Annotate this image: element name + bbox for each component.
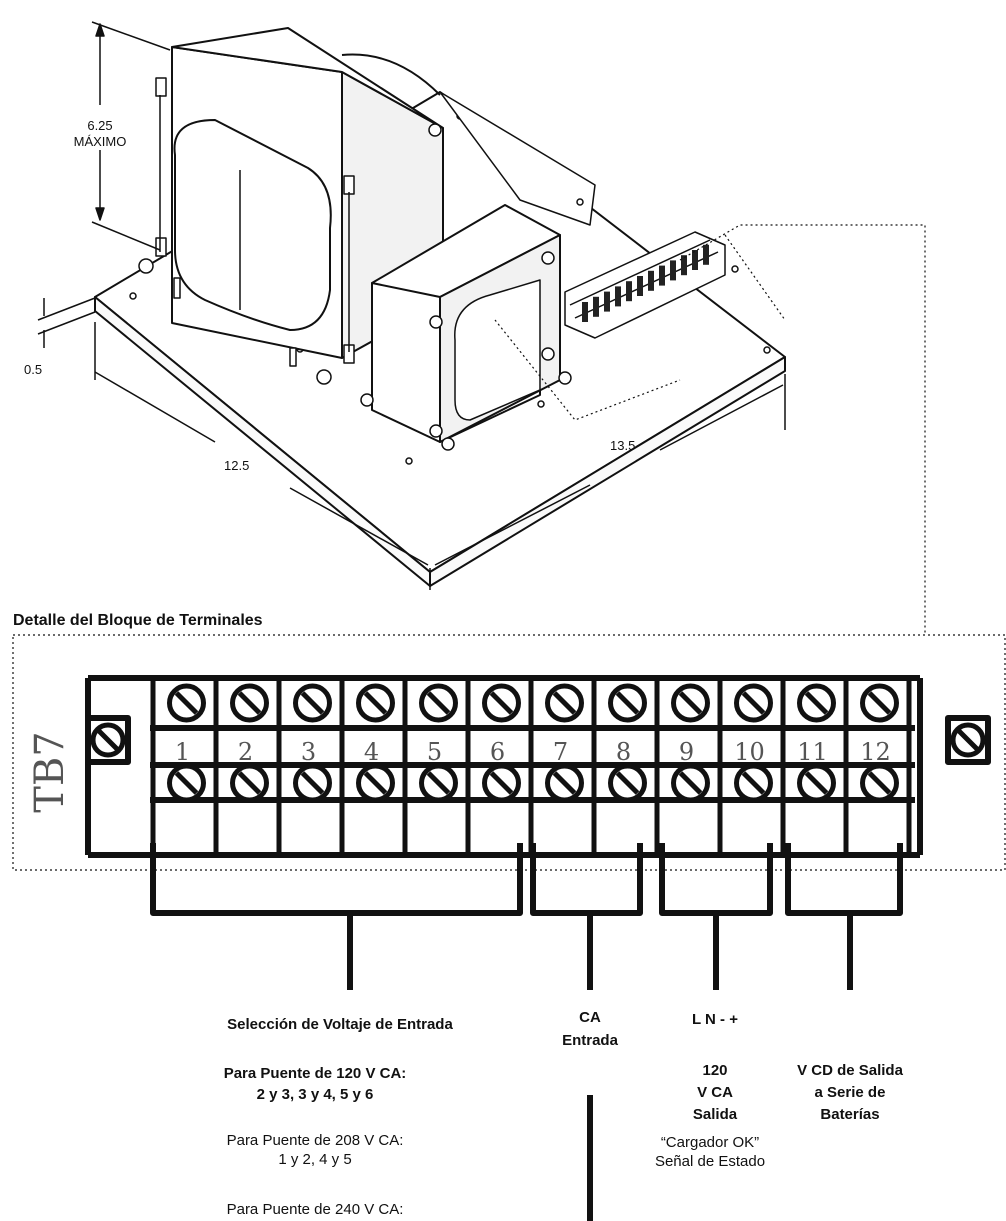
bridge-120-pairs: 2 y 3, 3 y 4, 5 y 6 [256, 1086, 374, 1103]
terminal-screw-icon [419, 763, 458, 803]
terminal-screw-icon [356, 683, 395, 723]
dc-output-line3: Baterías [820, 1106, 880, 1123]
terminal-number: 12 [860, 738, 891, 766]
terminal-screw-icon [734, 683, 773, 723]
terminal-number: 2 [238, 738, 253, 766]
input-selection-title: Selección de Voltaje de Entrada [227, 1016, 453, 1033]
dimension-lines [37, 21, 786, 590]
terminal-screw-icon [797, 683, 836, 723]
width-dimension: 13.5 [610, 438, 636, 453]
tb-label: TB7 [27, 731, 73, 813]
strip-terminal [648, 270, 654, 291]
terminal-screw-icon [671, 763, 710, 803]
strip-terminal [593, 296, 599, 317]
terminal-number: 6 [490, 738, 505, 766]
terminal-screw-icon [482, 763, 521, 803]
main-transformer [138, 27, 444, 385]
strip-terminal [582, 302, 588, 322]
terminal-screw-icon [482, 683, 521, 723]
small-transformer [360, 204, 572, 451]
depth-dimension: 12.5 [224, 458, 250, 473]
strip-terminal [626, 281, 632, 302]
terminal-number: 1 [175, 738, 190, 766]
strip-terminal [615, 286, 621, 307]
ac-input-label: CA Entrada [535, 1008, 645, 1050]
terminal-screw-icon [797, 763, 836, 803]
terminal-screw-icon [860, 763, 899, 803]
terminal-number: 10 [734, 738, 765, 766]
status-signal-label: “Cargador OK” Señal de Estado [620, 1133, 800, 1171]
terminal-brackets [150, 843, 903, 1221]
terminal-screw-icon [419, 683, 458, 723]
terminal-number: 7 [553, 738, 568, 766]
status-line1: “Cargador OK” [660, 1134, 760, 1151]
terminal-number: 9 [679, 738, 694, 766]
strip-terminal [604, 291, 610, 312]
terminal-screw-icon [230, 683, 269, 723]
thickness-dimension: 0.5 [24, 362, 43, 377]
terminal-screw-icon [293, 683, 332, 723]
terminal-number: 3 [301, 738, 316, 766]
ac-polarity: L N - + [692, 1011, 738, 1028]
strip-terminal [659, 265, 665, 286]
dc-output-line2: a Serie de [814, 1084, 886, 1101]
ac-output-line3: Salida [692, 1106, 738, 1123]
terminal-number: 5 [427, 738, 442, 766]
terminal-strip-3d [564, 231, 726, 339]
terminal-screw-icon [545, 683, 584, 723]
terminal-screw-icon [545, 763, 584, 803]
bridge-208-title: Para Puente de 208 V CA: [226, 1132, 404, 1149]
strip-terminal [637, 276, 643, 296]
terminal-screw-icon [734, 763, 773, 803]
ac-output-line2: V CA [697, 1084, 733, 1101]
height-dimension: 6.25 MÁXIMO [60, 118, 140, 150]
strip-terminal [692, 250, 698, 270]
strip-terminal [670, 260, 676, 281]
strip-terminal [681, 255, 687, 276]
terminal-screw-icon [608, 763, 647, 803]
end-clamp-screw-icon [90, 722, 126, 758]
terminal-screw-icon [293, 763, 332, 803]
terminal-block-detail [85, 672, 991, 858]
ac-input-line1: CA [579, 1009, 601, 1026]
ac-input-line2: Entrada [562, 1032, 618, 1049]
ac-output-label: 120 V CA Salida [660, 1060, 770, 1126]
bridge-120-title: Para Puente de 120 V CA: [223, 1065, 407, 1082]
terminal-number: 4 [364, 738, 379, 766]
dc-output-line1: V CD de Salida [797, 1062, 903, 1079]
ac-output-line1: 120 [702, 1062, 728, 1079]
height-value: 6.25 [87, 118, 113, 133]
terminal-screw-icon [860, 683, 899, 723]
detail-callout [12, 224, 1006, 871]
terminal-screw-icon [608, 683, 647, 723]
bridge-240-title: Para Puente de 240 V CA: [226, 1201, 404, 1218]
terminal-number: 8 [616, 738, 631, 766]
terminal-screw-icon [167, 683, 206, 723]
bridge-208-pairs: 1 y 2, 4 y 5 [278, 1151, 352, 1168]
detail-title: Detalle del Bloque de Terminales [13, 612, 263, 629]
strip-terminal [703, 244, 709, 265]
terminal-screw-icon [356, 763, 395, 803]
terminal-screw-icon [671, 683, 710, 723]
end-clamp-screw-icon [950, 722, 986, 758]
dc-output-label: V CD de Salida a Serie de Baterías [765, 1060, 935, 1126]
terminal-screw-icon [167, 763, 206, 803]
terminal-screw-icon [230, 763, 269, 803]
status-line2: Señal de Estado [654, 1153, 766, 1170]
terminal-number: 11 [797, 738, 828, 766]
height-note: MÁXIMO [73, 134, 127, 149]
